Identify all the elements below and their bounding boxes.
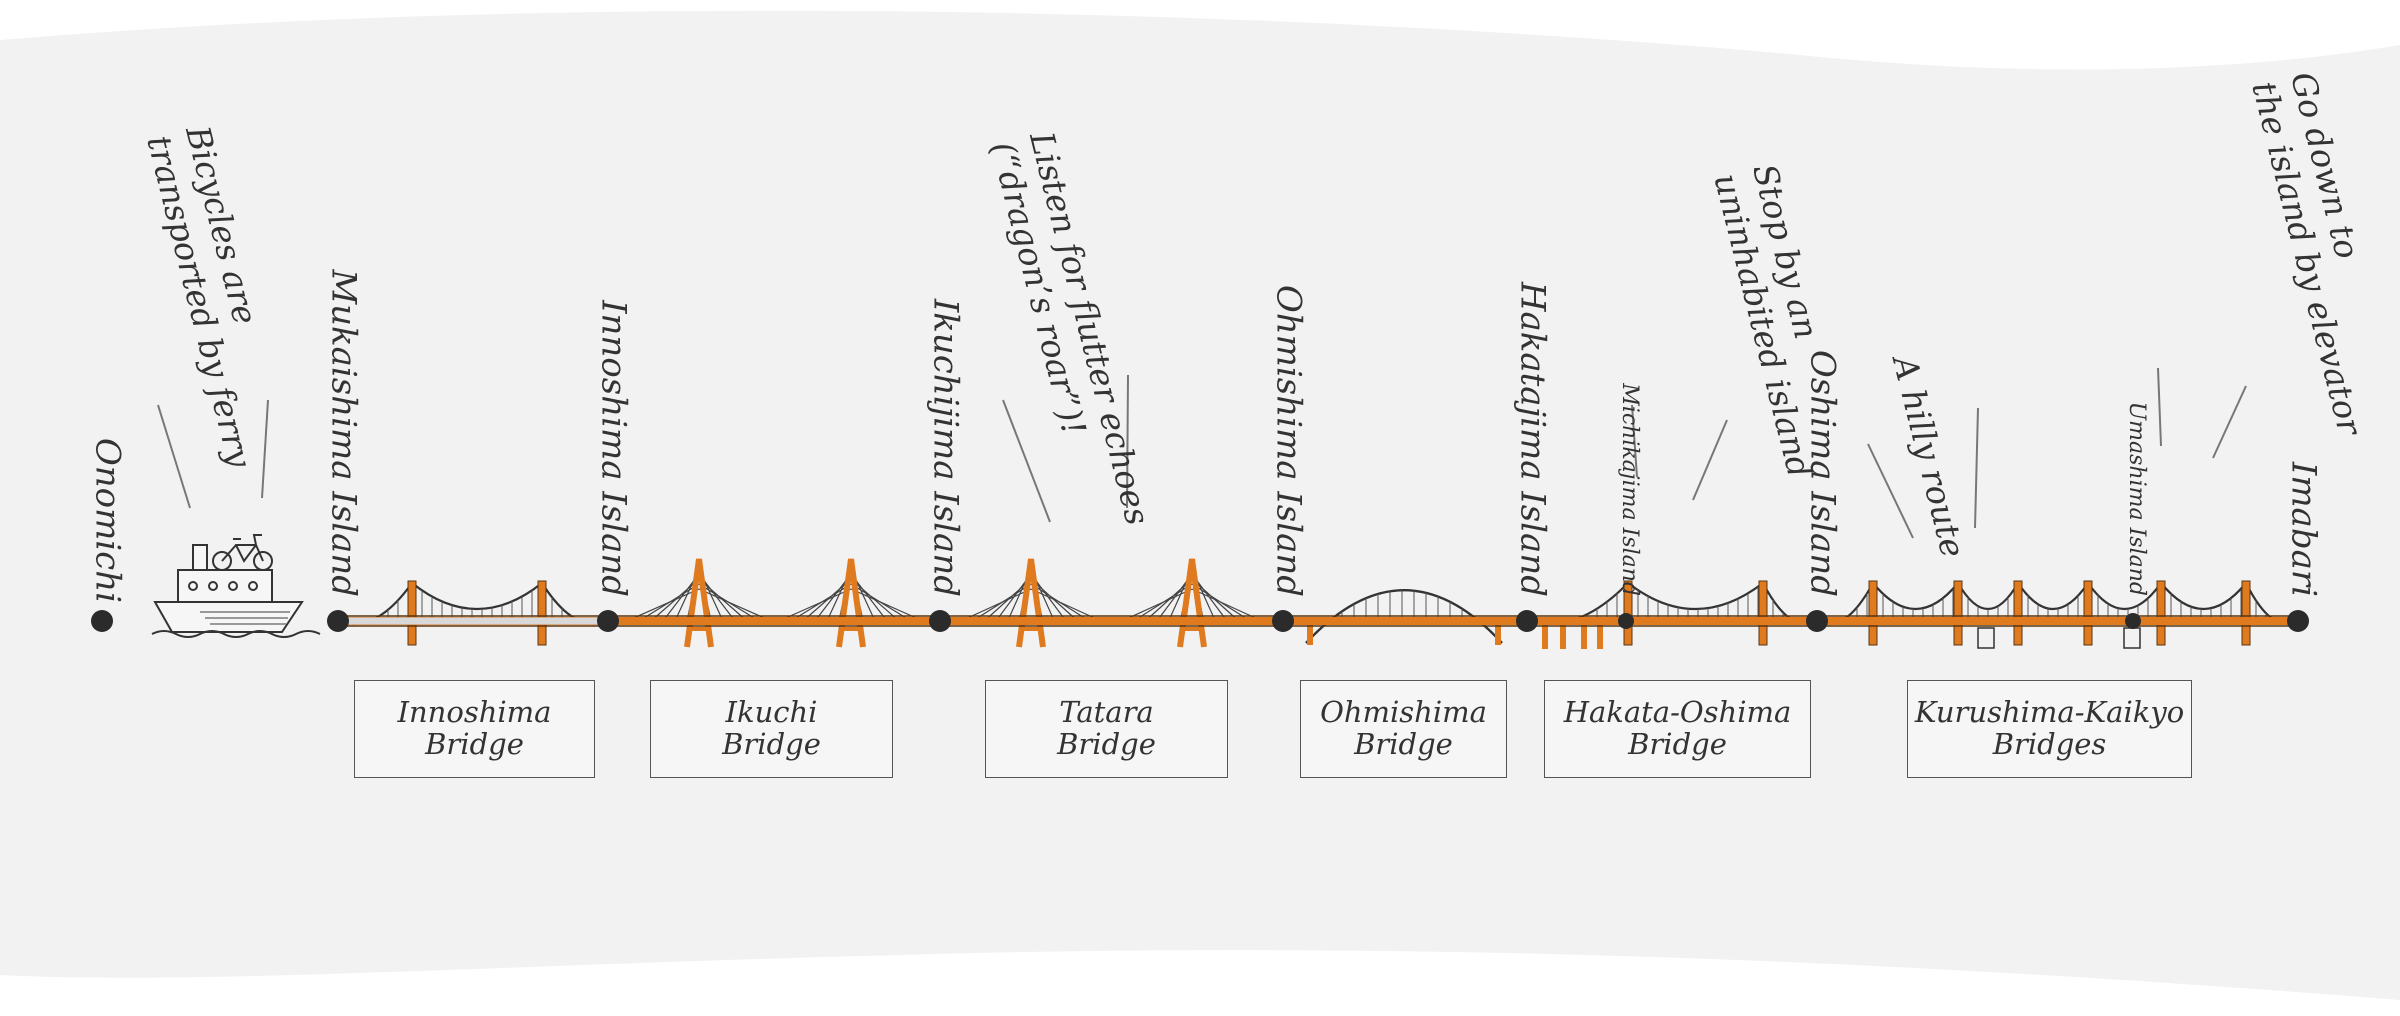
station-label-michikajima: Michikajima Island: [1617, 383, 1643, 596]
station-label-innoshima: Innoshima Island: [593, 300, 634, 597]
node-imabari: [2287, 610, 2309, 632]
ferry-icon: [151, 544, 321, 638]
station-label-mukaishima: Mukaishima Island: [323, 269, 364, 597]
node-ohmishima: [1272, 610, 1294, 632]
pier: [1581, 621, 1587, 649]
node-onomichi: [91, 610, 113, 632]
station-label-ohmishima: Ohmishima Island: [1268, 284, 1309, 597]
station-label-ikuchijima: Ikuchijima Island: [925, 298, 966, 597]
node-umashima: [2125, 613, 2141, 629]
node-oshima: [1806, 610, 1828, 632]
node-mukaishima: [327, 610, 349, 632]
station-label-onomichi: Onomichi: [87, 437, 128, 603]
bicycle-icon: [212, 534, 273, 571]
bridge-box-hakata-oshima: Hakata-Oshima Bridge: [1544, 680, 1811, 778]
station-label-imabari: Imabari: [2283, 461, 2324, 597]
bridge-box-ikuchi: Ikuchi Bridge: [650, 680, 893, 778]
station-nodes: [327, 610, 2309, 632]
node-ikuchijima: [929, 610, 951, 632]
node-hakatajima: [1516, 610, 1538, 632]
node-innoshima: [597, 610, 619, 632]
pier: [1542, 621, 1548, 649]
bridge-box-tatara: Tatara Bridge: [985, 680, 1228, 778]
bridge-box-innoshima: Innoshima Bridge: [354, 680, 595, 778]
station-label-hakatajima: Hakatajima Island: [1512, 281, 1553, 597]
node-michikajima: [1618, 613, 1634, 629]
bridge-box-kurushima: Kurushima-Kaikyo Bridges: [1907, 680, 2192, 778]
station-label-umashima: Umashima Island: [2124, 401, 2150, 596]
pier: [1597, 621, 1603, 649]
pier: [1560, 621, 1566, 649]
bridge-box-ohmishima: Ohmishima Bridge: [1300, 680, 1507, 778]
elevator-box-hilly: [1977, 627, 1995, 649]
